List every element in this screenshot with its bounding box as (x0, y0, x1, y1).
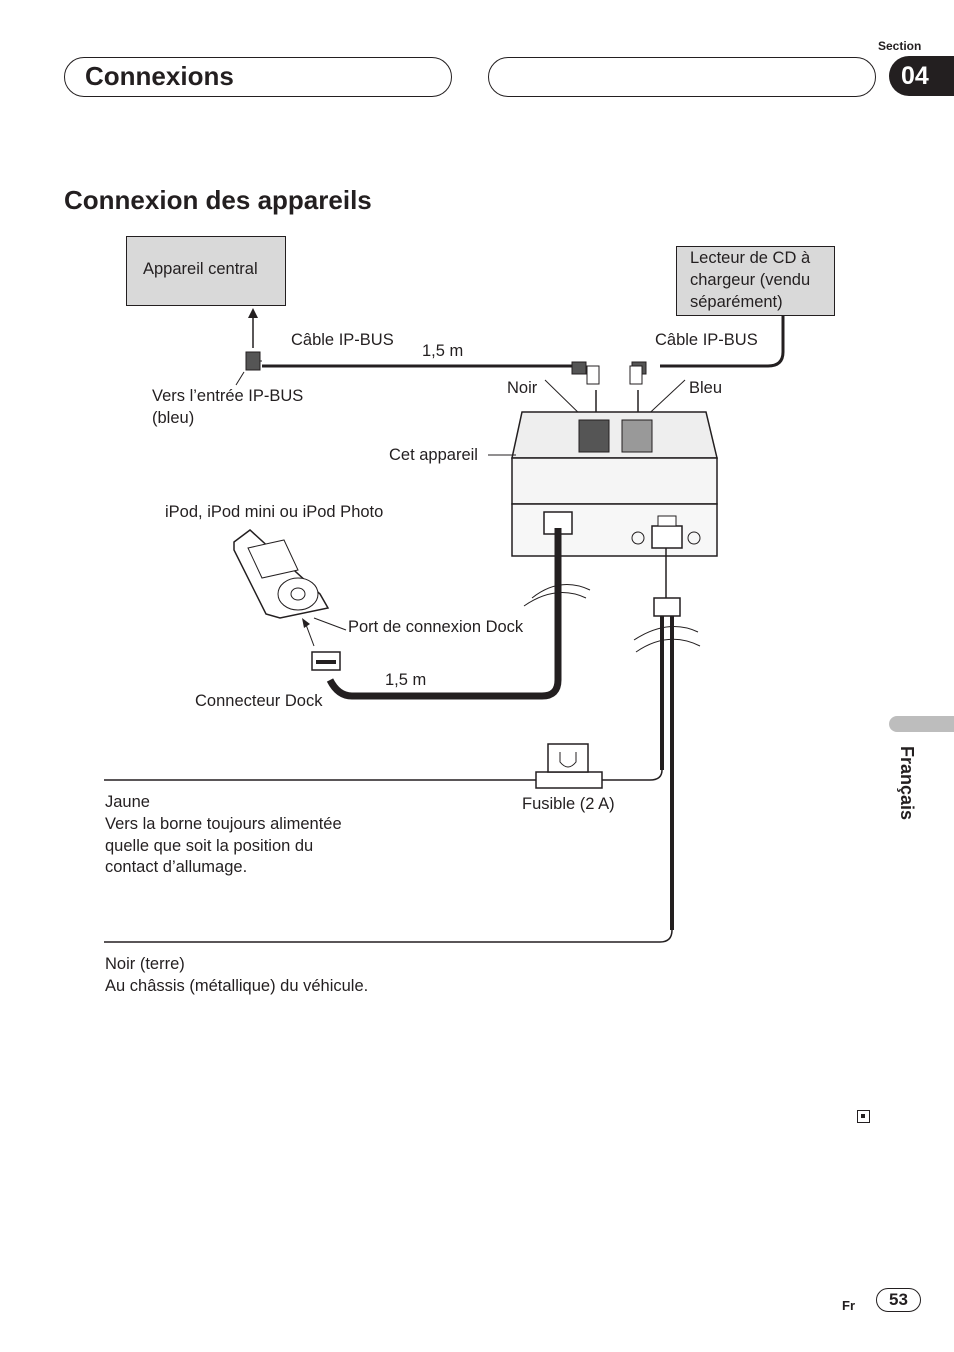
ipbus-input-label: Vers l’entrée IP-BUS (152, 387, 304, 405)
yellow-wire-desc-3: contact d’allumage. (105, 858, 248, 876)
unit-bottom (511, 503, 718, 557)
unit-front (511, 457, 718, 505)
yellow-wire-desc-2: quelle que soit la position du (105, 837, 314, 855)
end-mark-icon (857, 1110, 870, 1123)
central-unit-box: Appareil central (126, 236, 286, 306)
changer-cable (660, 316, 785, 368)
ipbus-cable-right-label: Câble IP-BUS (655, 331, 758, 349)
yellow-wire-desc-1: Vers la borne toujours alimentée (105, 815, 342, 833)
yellow-wire-label: Jaune (105, 793, 150, 811)
chapter-title: Connexions (85, 61, 234, 91)
header-bar (488, 57, 876, 97)
dock-cable (326, 528, 562, 700)
cd-changer-box: Lecteur de CD à chargeur (vendu séparéme… (676, 246, 835, 316)
blue-label: Bleu (689, 379, 723, 397)
arrow-head (248, 308, 258, 318)
black-label: Noir (507, 379, 538, 397)
power-socket (651, 525, 683, 549)
ground-wire-label: Noir (terre) (105, 955, 185, 973)
page-heading: Connexion des appareils (64, 185, 372, 215)
cd-changer-label: Lecteur de CD à chargeur (vendu séparéme… (690, 249, 811, 311)
chapter-header: Connexions (64, 57, 452, 97)
ground-wire-desc: Au châssis (métallique) du véhicule. (105, 977, 369, 995)
section-label: Section (878, 39, 922, 53)
cable-length-top: 1,5 m (422, 342, 464, 360)
section-number-tab: 04 (889, 56, 954, 96)
language-tab (889, 716, 954, 732)
black-plug (571, 361, 587, 375)
unit-top (511, 411, 718, 459)
ipbus-input-color: (bleu) (152, 409, 195, 427)
cable-length-bottom: 1,5 m (385, 671, 427, 689)
dock-connector-label: Connecteur Dock (195, 692, 323, 710)
this-unit-label: Cet appareil (389, 446, 478, 464)
footer-language-code: Fr (842, 1298, 855, 1313)
socket-blue (621, 419, 653, 453)
ipbus-cable-left-label: Câble IP-BUS (291, 331, 394, 349)
ipod-label: iPod, iPod mini ou iPod Photo (165, 503, 384, 521)
ipbus-connector-left (245, 351, 261, 371)
fuse-holder (535, 771, 603, 789)
central-unit-label: Appareil central (143, 260, 258, 278)
fuse (547, 743, 589, 773)
fuse-label: Fusible (2 A) (522, 795, 615, 813)
page-number: 53 (876, 1288, 921, 1312)
language-label: Français (897, 746, 917, 821)
socket-black (578, 419, 610, 453)
dock-port-label: Port de connexion Dock (348, 618, 524, 636)
